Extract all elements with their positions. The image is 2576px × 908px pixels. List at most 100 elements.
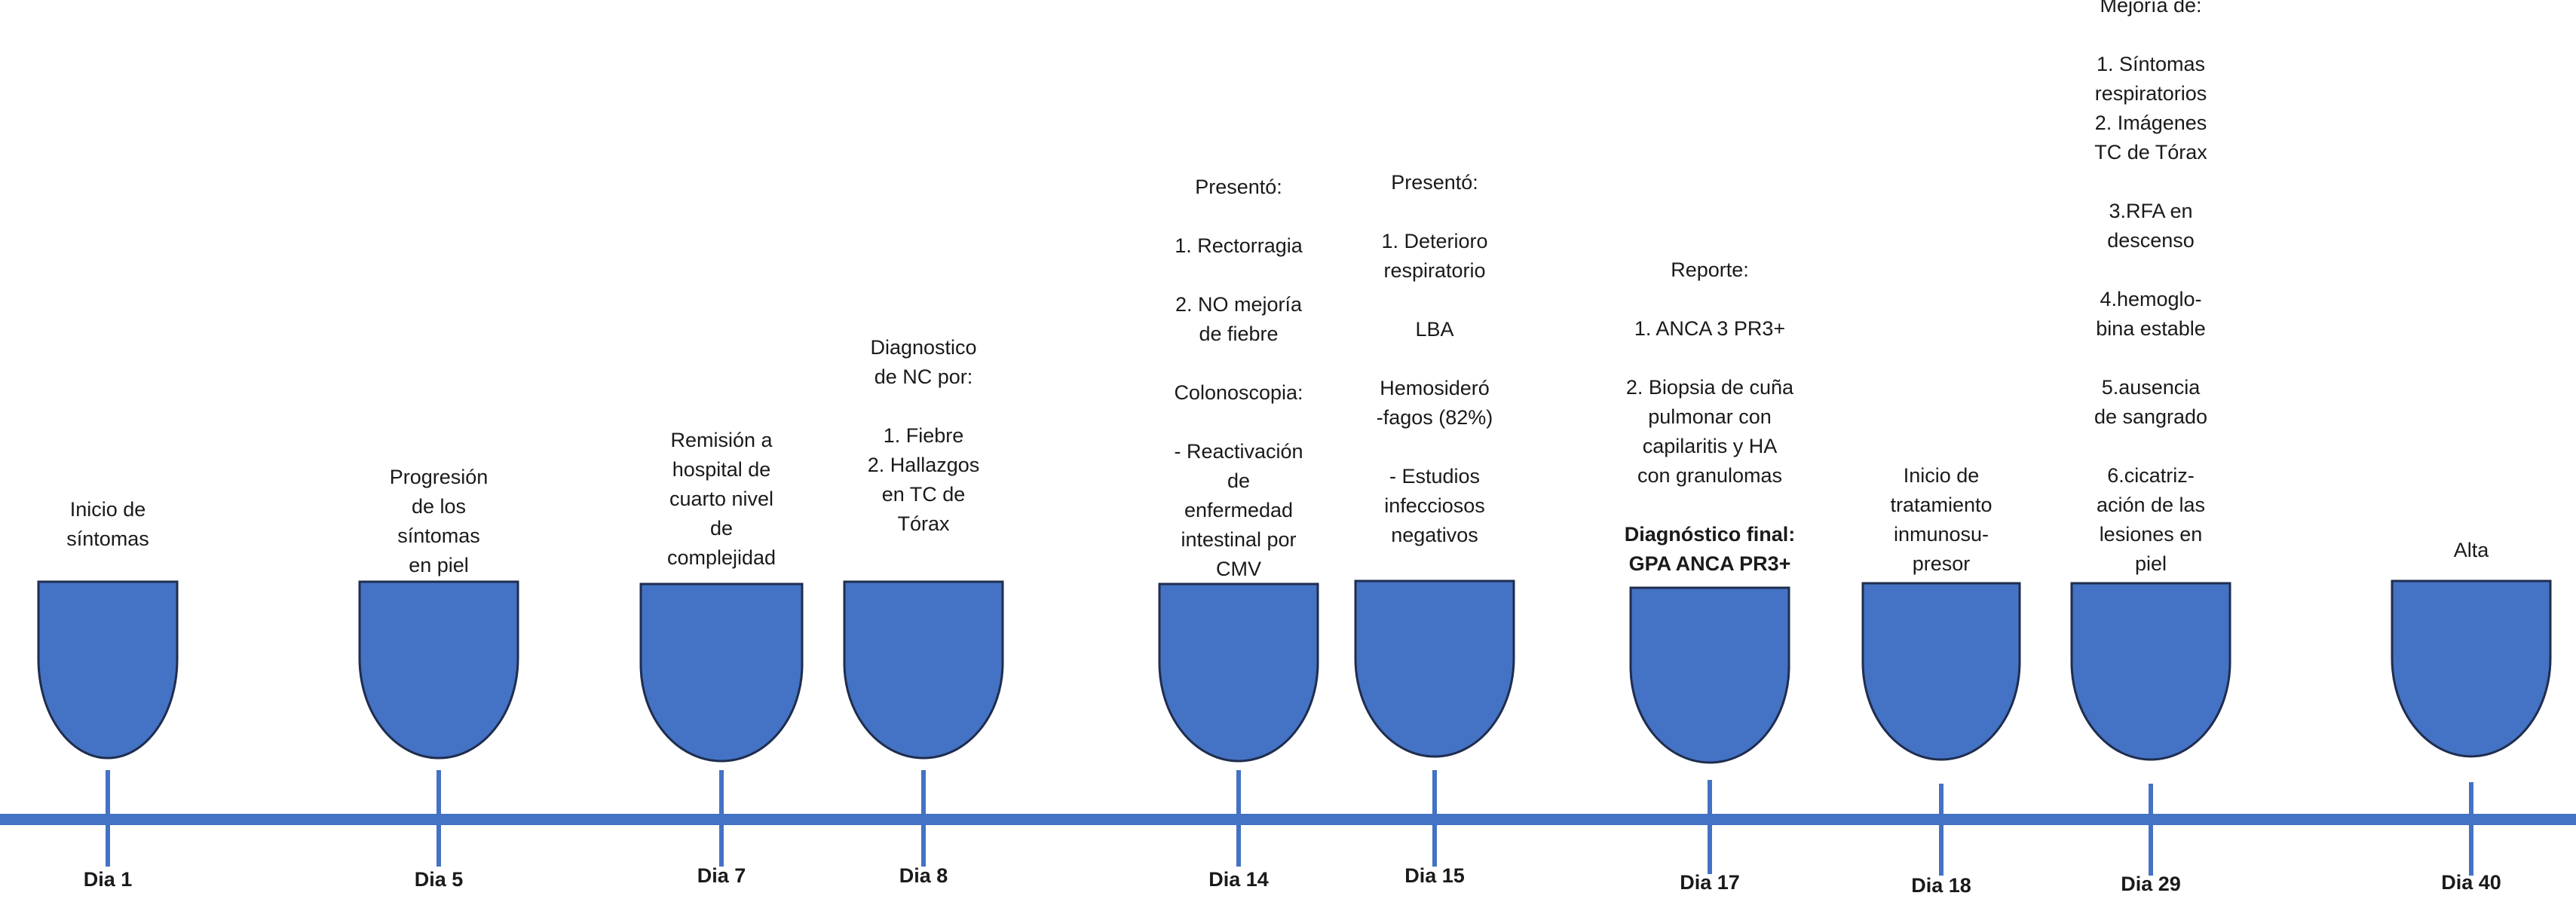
event-description: Presentó: 1. Rectorragia 2. NO mejoría de f… [1110,173,1367,584]
event-text-line [2023,20,2279,50]
event-text-line: 6.cicatriz- [2107,464,2195,487]
event-text-line: infecciosos [1384,494,1485,517]
event-text-line: con granulomas [1637,464,1783,487]
event-text-line: 1. Síntomas [2096,53,2206,75]
event-text-line: LBA [1415,318,1454,341]
event-marker-9 [2070,582,2231,761]
event-description: Reporte:1. ANCA 3 PR3+2. Biopsia de cuña… [1582,255,1838,579]
event-text-line: Inicio de [69,498,146,521]
event-bold-line: Diagnóstico final: [1624,523,1796,546]
event-text-line: CMV [1216,558,1261,580]
timeline-tick-3 [719,770,724,867]
day-label: Dia 29 [2121,873,2181,895]
event-text-line: 1. Deterioro [1381,230,1488,252]
event-text-line: Alta [2453,539,2489,561]
event-text-line: descenso [2107,229,2195,252]
event-text-line: Reporte: [1671,258,1749,281]
event-text-line: inmunosu- [1893,523,1989,546]
event-text-line: Diagnostico [870,336,977,359]
event-text-line [1306,197,1563,227]
event-text-line: 4.hemoglo- [2100,288,2202,310]
event-text-line [1306,433,1563,462]
event-marker-1 [37,580,179,760]
event-text-line: de los [411,495,467,518]
event-marker-7 [1629,586,1790,764]
timeline-bar [0,814,2576,825]
event-text-line: 1. Rectorragia [1175,234,1303,257]
event-text-line: de [709,517,734,540]
event-text-line: -fagos (82%) [1376,406,1493,429]
event-text-line [2023,255,2279,285]
event-text-line: Presentó: [1195,176,1282,198]
timeline-tick-7 [1708,780,1712,874]
event-marker-5 [1158,582,1319,763]
event-text-line: lesiones en [2099,523,2203,546]
event-text-line: 1. ANCA 3 PR3+ [1634,317,1786,340]
event-text-line: 1. Fiebre [883,424,964,447]
day-label: Dia 15 [1404,864,1465,887]
timeline-tick-9 [2149,784,2153,876]
event-text-line: Hemosideró [1380,377,1490,399]
event-text-line: intestinal por [1181,528,1297,551]
timeline-tick-2 [436,770,441,867]
timeline-tick-4 [921,770,926,867]
event-text-line [795,392,1052,421]
event-text-line: respiratorios [2094,82,2207,105]
timeline-tick-6 [1432,770,1437,867]
event-bold-line: GPA ANCA PR3+ [1628,552,1791,575]
event-text-line: hospital de [672,458,771,481]
event-text-line: piel [2134,552,2167,575]
event-text-line: 2. Imágenes [2094,112,2207,134]
day-label: Dia 7 [697,864,746,887]
event-text-line: Mejoría de: [2100,0,2202,17]
event-text-line: Progresión [389,466,489,488]
event-text-line: Presentó: [1391,171,1478,194]
event-marker-3 [639,582,804,763]
event-marker-2 [358,580,519,760]
day-label: Dia 17 [1680,871,1740,894]
event-text-line: 5.ausencia [2101,376,2201,399]
day-label: Dia 8 [899,864,948,887]
event-text-line: - Reactivación [1174,440,1303,463]
event-text-line: Inicio de [1903,464,1980,487]
event-text-line: 2. Hallazgos [867,454,980,476]
event-text-line [2023,432,2279,461]
event-text-line: de NC por: [874,365,973,388]
event-text-line: 2. NO mejoría [1175,293,1303,316]
event-description: Alta [2343,536,2576,565]
day-label: Dia 40 [2441,871,2501,894]
event-text-line: de fiebre [1199,323,1279,345]
timeline-tick-5 [1236,770,1241,867]
event-description: Diagnostico de NC por: 1. Fiebre 2. Hallazg… [795,333,1052,539]
timeline-tick-8 [1939,784,1943,876]
event-text-line: bina estable [2096,317,2206,340]
event-marker-4 [843,580,1004,760]
event-text-line: síntomas [397,524,480,547]
event-text-line: - Estudios [1389,465,1481,488]
timeline-tick-10 [2469,782,2473,876]
day-label: Dia 18 [1911,874,1971,897]
event-text-line: pulmonar con [1648,405,1772,428]
event-text-line: respiratorio [1383,259,1486,282]
event-text-line: en TC de [881,483,966,506]
event-description: Inicio de síntomas [0,495,236,554]
event-text-line: síntomas [66,527,149,550]
timeline-tick-1 [106,770,110,867]
event-text-line: capilaritis y HA [1642,435,1778,457]
event-marker-6 [1354,579,1515,758]
day-label: Dia 14 [1208,868,1269,891]
event-text-line: de sangrado [2094,405,2208,428]
day-label: Dia 1 [83,868,133,891]
event-text-line [1306,344,1563,374]
day-label: Dia 5 [414,868,464,891]
event-marker-8 [1861,582,2021,761]
event-text-line [1306,286,1563,315]
event-text-line [1582,344,1838,373]
event-text-line: Remisión a [670,429,773,451]
event-text-line: tratamiento [1890,494,1992,516]
event-text-line: Colonoscopia: [1174,381,1303,404]
